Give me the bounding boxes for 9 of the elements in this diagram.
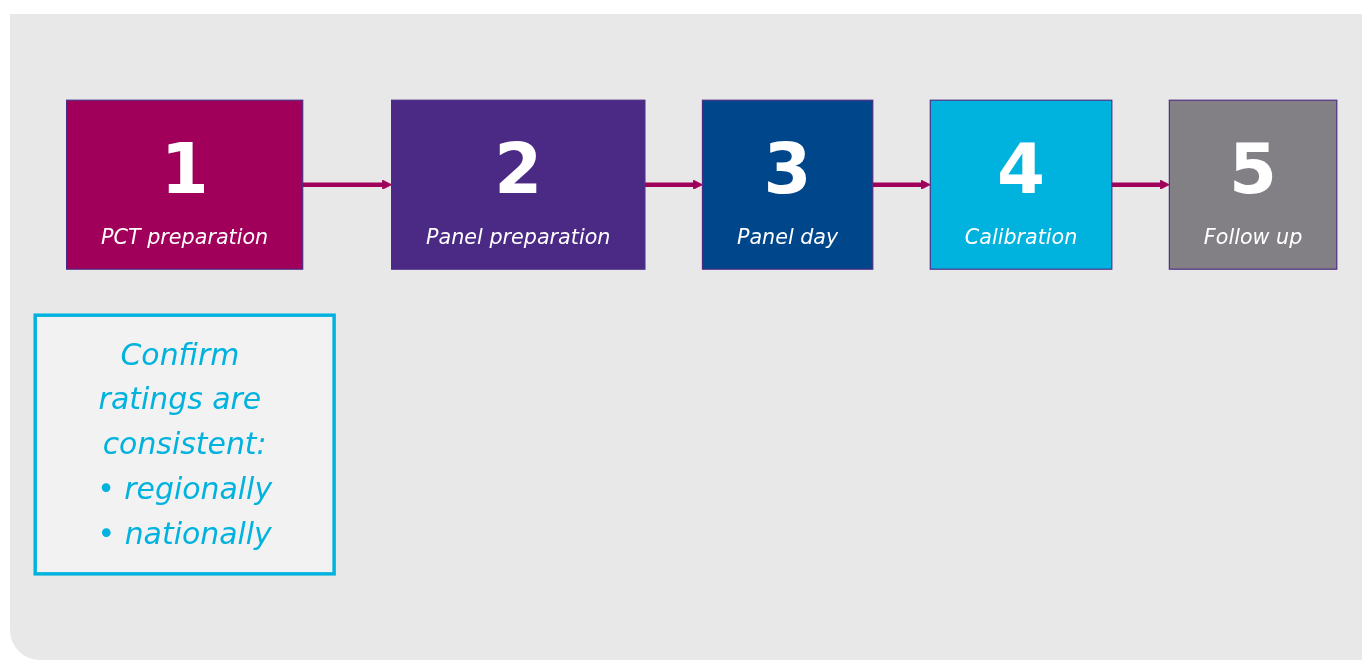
node-box: 1 PCT preparation bbox=[66, 99, 304, 270]
node-box: 4 Calibration bbox=[929, 99, 1113, 270]
node-box: Confirm ratings are consistent: • regionally • nationally bbox=[33, 313, 336, 576]
arrow bbox=[644, 179, 703, 190]
node-box: 2 Panel preparation bbox=[391, 99, 646, 270]
node-box: 5 Follow up bbox=[1168, 99, 1338, 270]
arrow bbox=[872, 179, 931, 190]
node-box: 3 Panel day bbox=[701, 99, 874, 270]
arrow bbox=[1111, 179, 1170, 190]
